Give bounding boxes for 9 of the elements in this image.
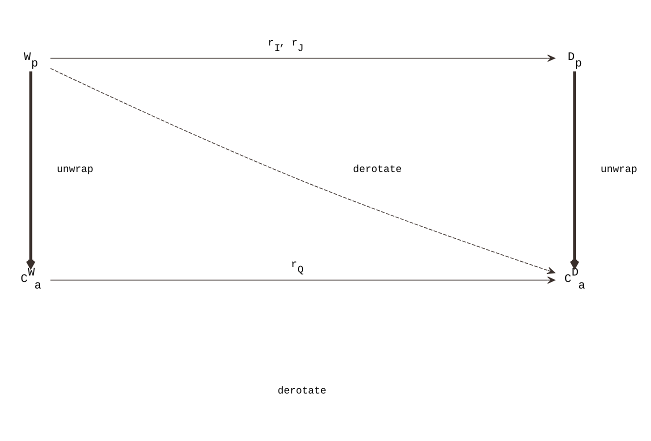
edge-label: unwrap <box>56 164 94 176</box>
arrow <box>26 70 36 268</box>
arrow <box>570 70 580 268</box>
arrow <box>50 276 556 284</box>
label: derotate <box>353 164 402 176</box>
arrow <box>50 68 556 274</box>
label: derotate <box>278 386 326 398</box>
edge-label: unwrap <box>600 164 638 176</box>
arrow <box>50 54 556 62</box>
